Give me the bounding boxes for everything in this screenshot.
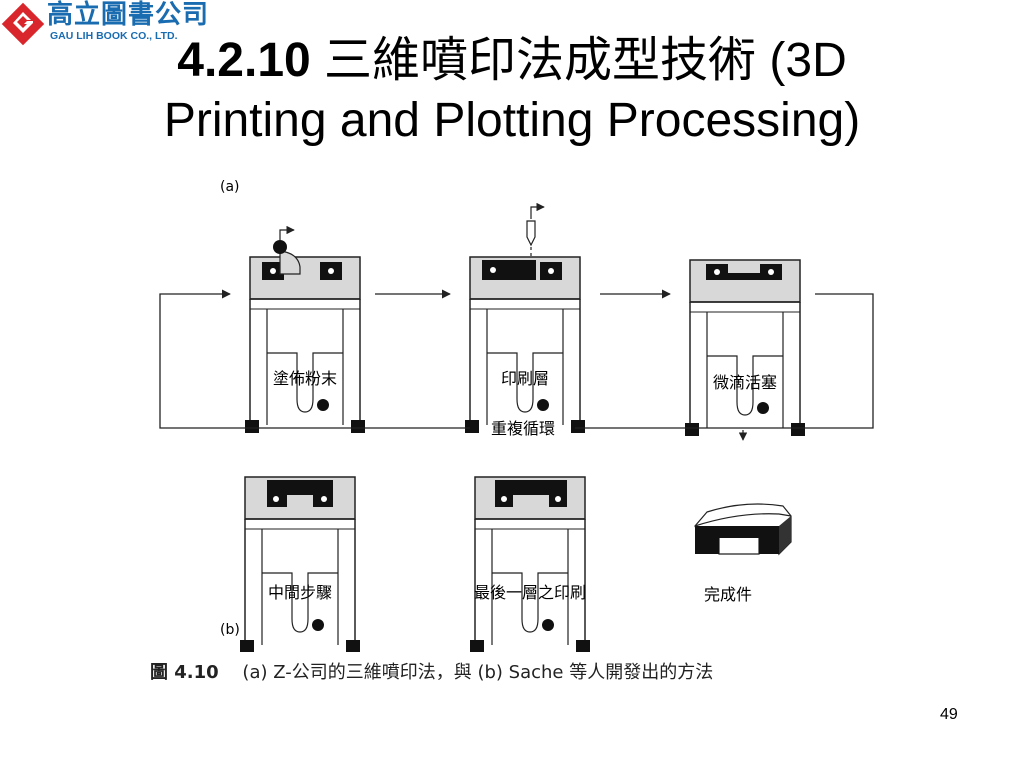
step-label-piston: 微滴活塞 xyxy=(713,373,777,392)
process-figure: (a) 塗佈粉末 印刷層 微滴活塞 重複循環 xyxy=(159,179,874,652)
step-label-print: 印刷層 xyxy=(501,369,549,388)
diamond-logo-icon xyxy=(1,2,45,46)
step-label-powder: 塗佈粉末 xyxy=(273,369,337,388)
loop-label: 重複循環 xyxy=(491,419,555,438)
publisher-logo: 高立圖書公司 GAU LIH BOOK CO., LTD. xyxy=(0,0,215,48)
unit-intermediate xyxy=(239,476,361,652)
caption-figure-number: 圖 4.10 xyxy=(150,662,219,683)
unit-piston xyxy=(684,259,806,441)
step-label-finished: 完成件 xyxy=(704,585,752,604)
label-b: (b) xyxy=(220,622,240,638)
logo-english-name: GAU LIH BOOK CO., LTD. xyxy=(50,30,178,42)
caption-text: (a) Z-公司的三維噴印法，與 (b) Sache 等人開發出的方法 xyxy=(242,662,714,683)
step-label-final: 最後一層之印刷 xyxy=(474,583,586,602)
label-a: (a) xyxy=(220,179,240,195)
title-english-part2: Printing and Plotting Processing) xyxy=(163,94,861,147)
unit-final-layer xyxy=(469,476,591,652)
finished-part-icon xyxy=(694,503,792,556)
unit-print-layer xyxy=(464,202,586,434)
logo-company-name: 高立圖書公司 xyxy=(47,0,210,30)
title-english-part1: (3D xyxy=(769,34,847,87)
step-label-intermediate: 中間步驟 xyxy=(268,583,332,602)
figure-caption: 圖 4.10 (a) Z-公司的三維噴印法，與 (b) Sache 等人開發出的… xyxy=(150,658,713,684)
section-number: 4.2.10 xyxy=(177,34,311,87)
title-chinese: 三維噴印法成型技術 xyxy=(324,32,757,88)
repeat-loop xyxy=(159,289,470,429)
page-number: 49 xyxy=(940,706,958,723)
unit-powder-spread xyxy=(244,225,366,434)
slide-title: 4.2.10 三維噴印法成型技術 (3D Printing and Plotti… xyxy=(0,30,1024,151)
